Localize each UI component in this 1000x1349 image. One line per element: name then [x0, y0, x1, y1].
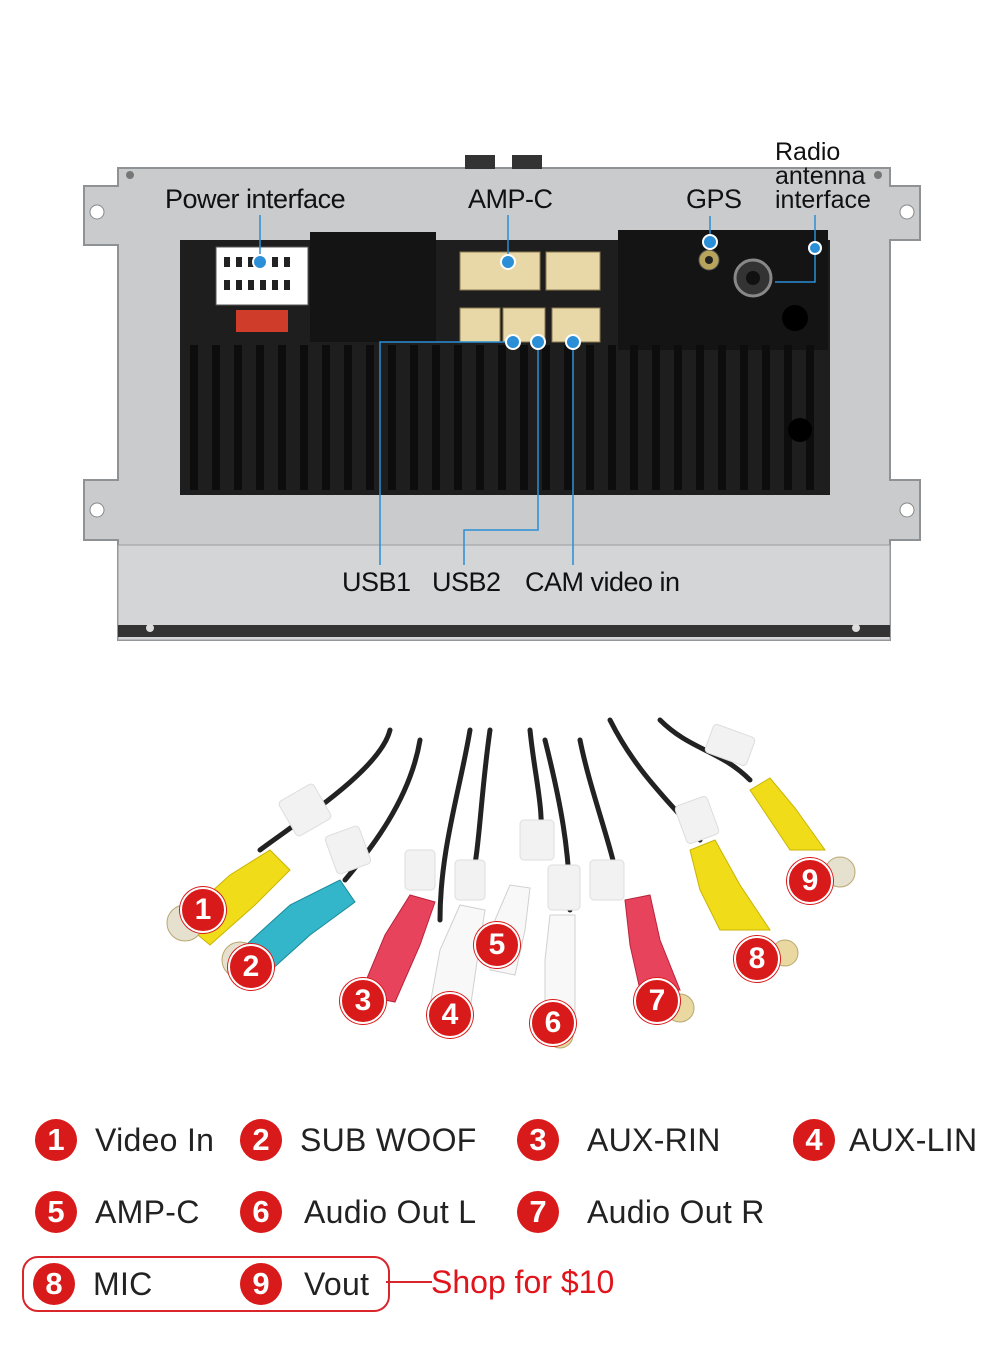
legend-num-8: 8: [33, 1263, 75, 1305]
radio-antenna-label: Radio antenna interface: [775, 138, 871, 214]
legend-num-3: 3: [517, 1119, 559, 1161]
legend-item-2: 2 SUB WOOF: [240, 1114, 477, 1166]
usb1-label: USB1: [342, 567, 411, 597]
legend-num-6: 6: [240, 1191, 282, 1233]
badge-9: 9: [787, 858, 833, 904]
legend-num-9: 9: [240, 1263, 282, 1305]
legend-num-1: 1: [35, 1119, 77, 1161]
power-interface-label: Power interface: [165, 184, 346, 214]
cam-video-in-label: CAM video in: [525, 567, 680, 597]
legend-item-6: 6 Audio Out L: [240, 1186, 476, 1238]
rca-cables: [166, 717, 856, 1049]
legend-num-7: 7: [517, 1191, 559, 1233]
legend-text-1: Video In: [95, 1121, 215, 1158]
legend-text-6: Audio Out L: [304, 1193, 477, 1230]
legend-item-7: 7 Audio Out R: [517, 1186, 765, 1238]
legend-item-3: 3 AUX-RIN: [517, 1114, 721, 1166]
legend-text-7: Audio Out R: [587, 1193, 765, 1230]
amp-c-label: AMP-C: [468, 184, 553, 214]
legend-item-5: 5 AMP-C: [35, 1186, 200, 1238]
shop-connector-line: [386, 1281, 432, 1283]
badge-1: 1: [180, 887, 226, 933]
legend-text-2: SUB WOOF: [300, 1121, 477, 1158]
badge-4: 4: [427, 992, 473, 1038]
legend-text-4: AUX-LIN: [849, 1121, 978, 1158]
legend-num-5: 5: [35, 1191, 77, 1233]
legend-item-1: 1 Video In: [35, 1114, 214, 1166]
legend-item-4: 4 AUX-LIN: [793, 1114, 977, 1166]
radio-line-3: interface: [775, 186, 871, 214]
legend-num-4: 4: [793, 1119, 835, 1161]
head-unit-rear: [83, 155, 921, 641]
legend-num-2: 2: [240, 1119, 282, 1161]
usb2-label: USB2: [432, 567, 501, 597]
badge-7: 7: [634, 978, 680, 1024]
highlight-box: [22, 1256, 390, 1312]
badge-5: 5: [474, 922, 520, 968]
badge-8: 8: [734, 936, 780, 982]
legend-item-8: 8 MIC: [33, 1258, 153, 1310]
radio-line-1: Radio: [775, 138, 841, 166]
badge-3: 3: [340, 978, 386, 1024]
legend-text-9: Vout: [304, 1265, 370, 1302]
legend-item-9: 9 Vout: [240, 1258, 369, 1310]
badge-6: 6: [530, 1000, 576, 1046]
legend-text-3: AUX-RIN: [587, 1121, 721, 1158]
badge-2: 2: [228, 944, 274, 990]
shop-link[interactable]: Shop for $10: [431, 1264, 615, 1300]
radio-line-2: antenna: [775, 162, 866, 190]
legend-text-8: MIC: [93, 1265, 153, 1302]
legend-text-5: AMP-C: [95, 1193, 200, 1230]
gps-label: GPS: [686, 184, 742, 214]
